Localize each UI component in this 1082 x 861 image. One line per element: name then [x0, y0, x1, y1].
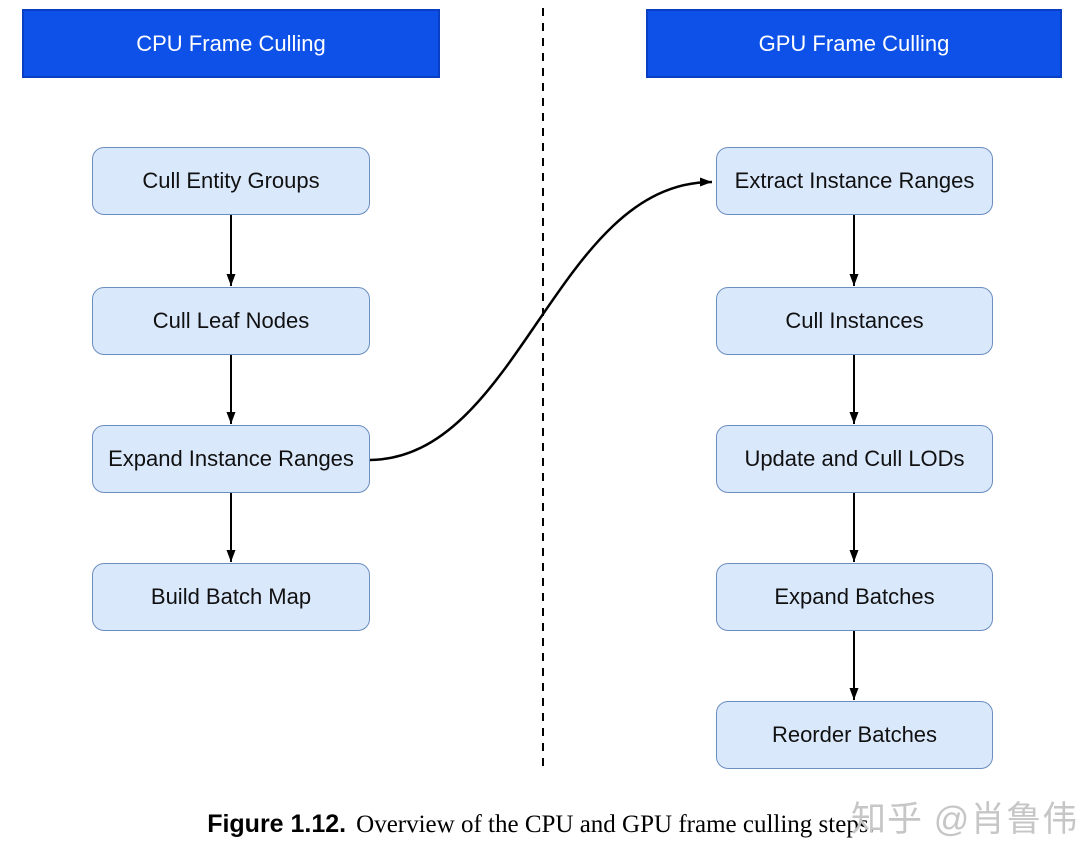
cpu-lane-title: CPU Frame Culling [136, 30, 326, 56]
node-label: Build Batch Map [150, 584, 312, 609]
gpu-lane-title: GPU Frame Culling [758, 30, 950, 56]
figure-caption: Figure 1.12. Overview of the CPU and GPU … [0, 810, 1082, 839]
cpu-step-build-batch-map: Build Batch Map [92, 563, 370, 631]
watermark: 知乎 @肖鲁伟 [851, 800, 1079, 839]
node-label: Cull Entity Groups [142, 168, 320, 193]
cross-lane-arrow [369, 177, 713, 462]
gpu-step-expand-batches: Expand Batches [716, 563, 993, 631]
cpu-lane-header: CPU Frame Culling [22, 9, 440, 78]
cpu-step-expand-instance-ranges: Expand Instance Ranges [92, 425, 370, 493]
node-label: Expand Batches [774, 584, 935, 609]
node-label: Expand Instance Ranges [108, 446, 354, 471]
gpu-step-reorder-batches: Reorder Batches [716, 701, 993, 769]
figure-caption-text: Overview of the CPU and GPU frame cullin… [356, 811, 875, 838]
gpu-step-update-and-cull-lods: Update and Cull LODs [716, 425, 993, 493]
cpu-step-cull-entity-groups: Cull Entity Groups [92, 147, 370, 215]
node-label: Cull Instances [785, 308, 924, 333]
gpu-step-cull-instances: Cull Instances [716, 287, 993, 355]
node-label: Cull Leaf Nodes [152, 308, 310, 333]
node-label: Extract Instance Ranges [734, 168, 975, 193]
node-label: Reorder Batches [771, 722, 938, 747]
figure-caption-label: Figure 1.12. [207, 810, 347, 838]
cpu-step-cull-leaf-nodes: Cull Leaf Nodes [92, 287, 370, 355]
gpu-lane-header: GPU Frame Culling [646, 9, 1062, 78]
node-label: Update and Cull LODs [744, 446, 965, 471]
gpu-step-extract-instance-ranges: Extract Instance Ranges [716, 147, 993, 215]
